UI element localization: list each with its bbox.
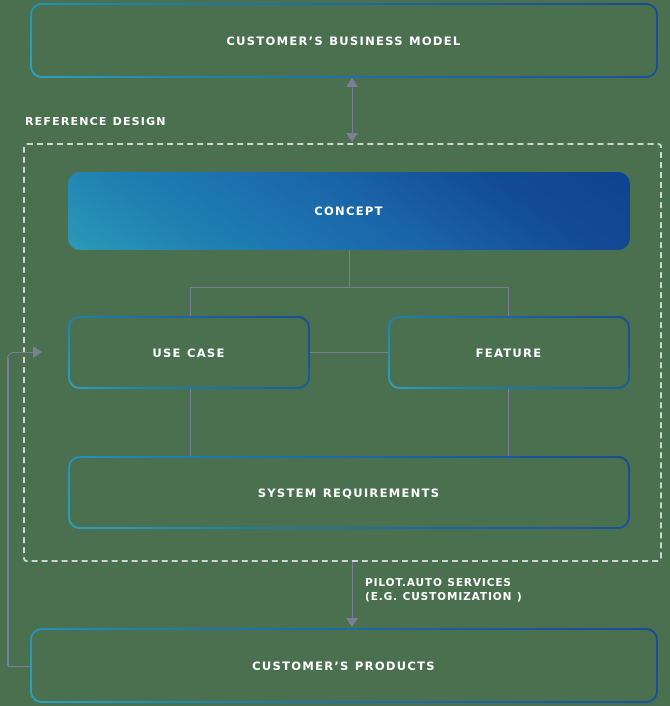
use-case-label: USE CASE [152, 345, 226, 360]
customers-business-model-label: CUSTOMER’S BUSINESS MODEL [226, 33, 462, 48]
concept-to-use-case-connector [189, 287, 191, 316]
system-requirements-box[interactable]: SYSTEM REQUIREMENTS [68, 456, 630, 529]
arrow-up-to-business-model-icon [346, 78, 358, 87]
business-model-to-reference-connector [351, 80, 353, 141]
feedback-from-products-connector [8, 665, 31, 667]
customers-products-box[interactable]: CUSTOMER’S PRODUCTS [30, 628, 658, 703]
concept-box[interactable]: CONCEPT [68, 172, 630, 250]
use-case-inner: USE CASE [70, 318, 308, 387]
arrow-right-into-reference-design-icon [33, 346, 42, 358]
customers-business-model-inner: CUSTOMER’S BUSINESS MODEL [32, 5, 656, 76]
use-case-box[interactable]: USE CASE [68, 316, 310, 389]
pilot-auto-services-line1: PILOT.AUTO SERVICES [365, 577, 512, 589]
system-requirements-label: SYSTEM REQUIREMENTS [257, 485, 441, 500]
concept-label: CONCEPT [314, 204, 384, 218]
feature-to-requirements-connector [507, 389, 509, 457]
concept-to-feature-connector [507, 287, 509, 316]
feedback-into-reference-connector [20, 351, 35, 353]
feature-inner: FEATURE [390, 318, 628, 387]
system-requirements-inner: SYSTEM REQUIREMENTS [70, 458, 628, 527]
use-case-to-requirements-connector [189, 389, 191, 457]
feature-label: FEATURE [475, 345, 543, 360]
customers-business-model-box[interactable]: CUSTOMER’S BUSINESS MODEL [30, 3, 658, 78]
use-case-feature-connector [310, 351, 388, 353]
concept-trunk-connector [348, 250, 350, 287]
concept-split-horizontal-connector [190, 286, 509, 288]
reference-design-label: REFERENCE DESIGN [25, 115, 167, 128]
customers-products-inner: CUSTOMER’S PRODUCTS [32, 630, 656, 701]
feedback-elbow-connector [7, 352, 21, 366]
arrow-down-to-products-icon [346, 618, 358, 627]
feature-box[interactable]: FEATURE [388, 316, 630, 389]
pilot-auto-services-line2: (E.G. CUSTOMIZATION ) [365, 591, 523, 603]
arrow-down-to-reference-design-icon [346, 133, 358, 142]
feedback-riser-connector [7, 358, 9, 666]
customers-products-label: CUSTOMER’S PRODUCTS [252, 658, 436, 673]
reference-design-to-products-connector [351, 562, 353, 623]
pilot-auto-services-annotation: PILOT.AUTO SERVICES (E.G. CUSTOMIZATION ) [365, 576, 523, 604]
